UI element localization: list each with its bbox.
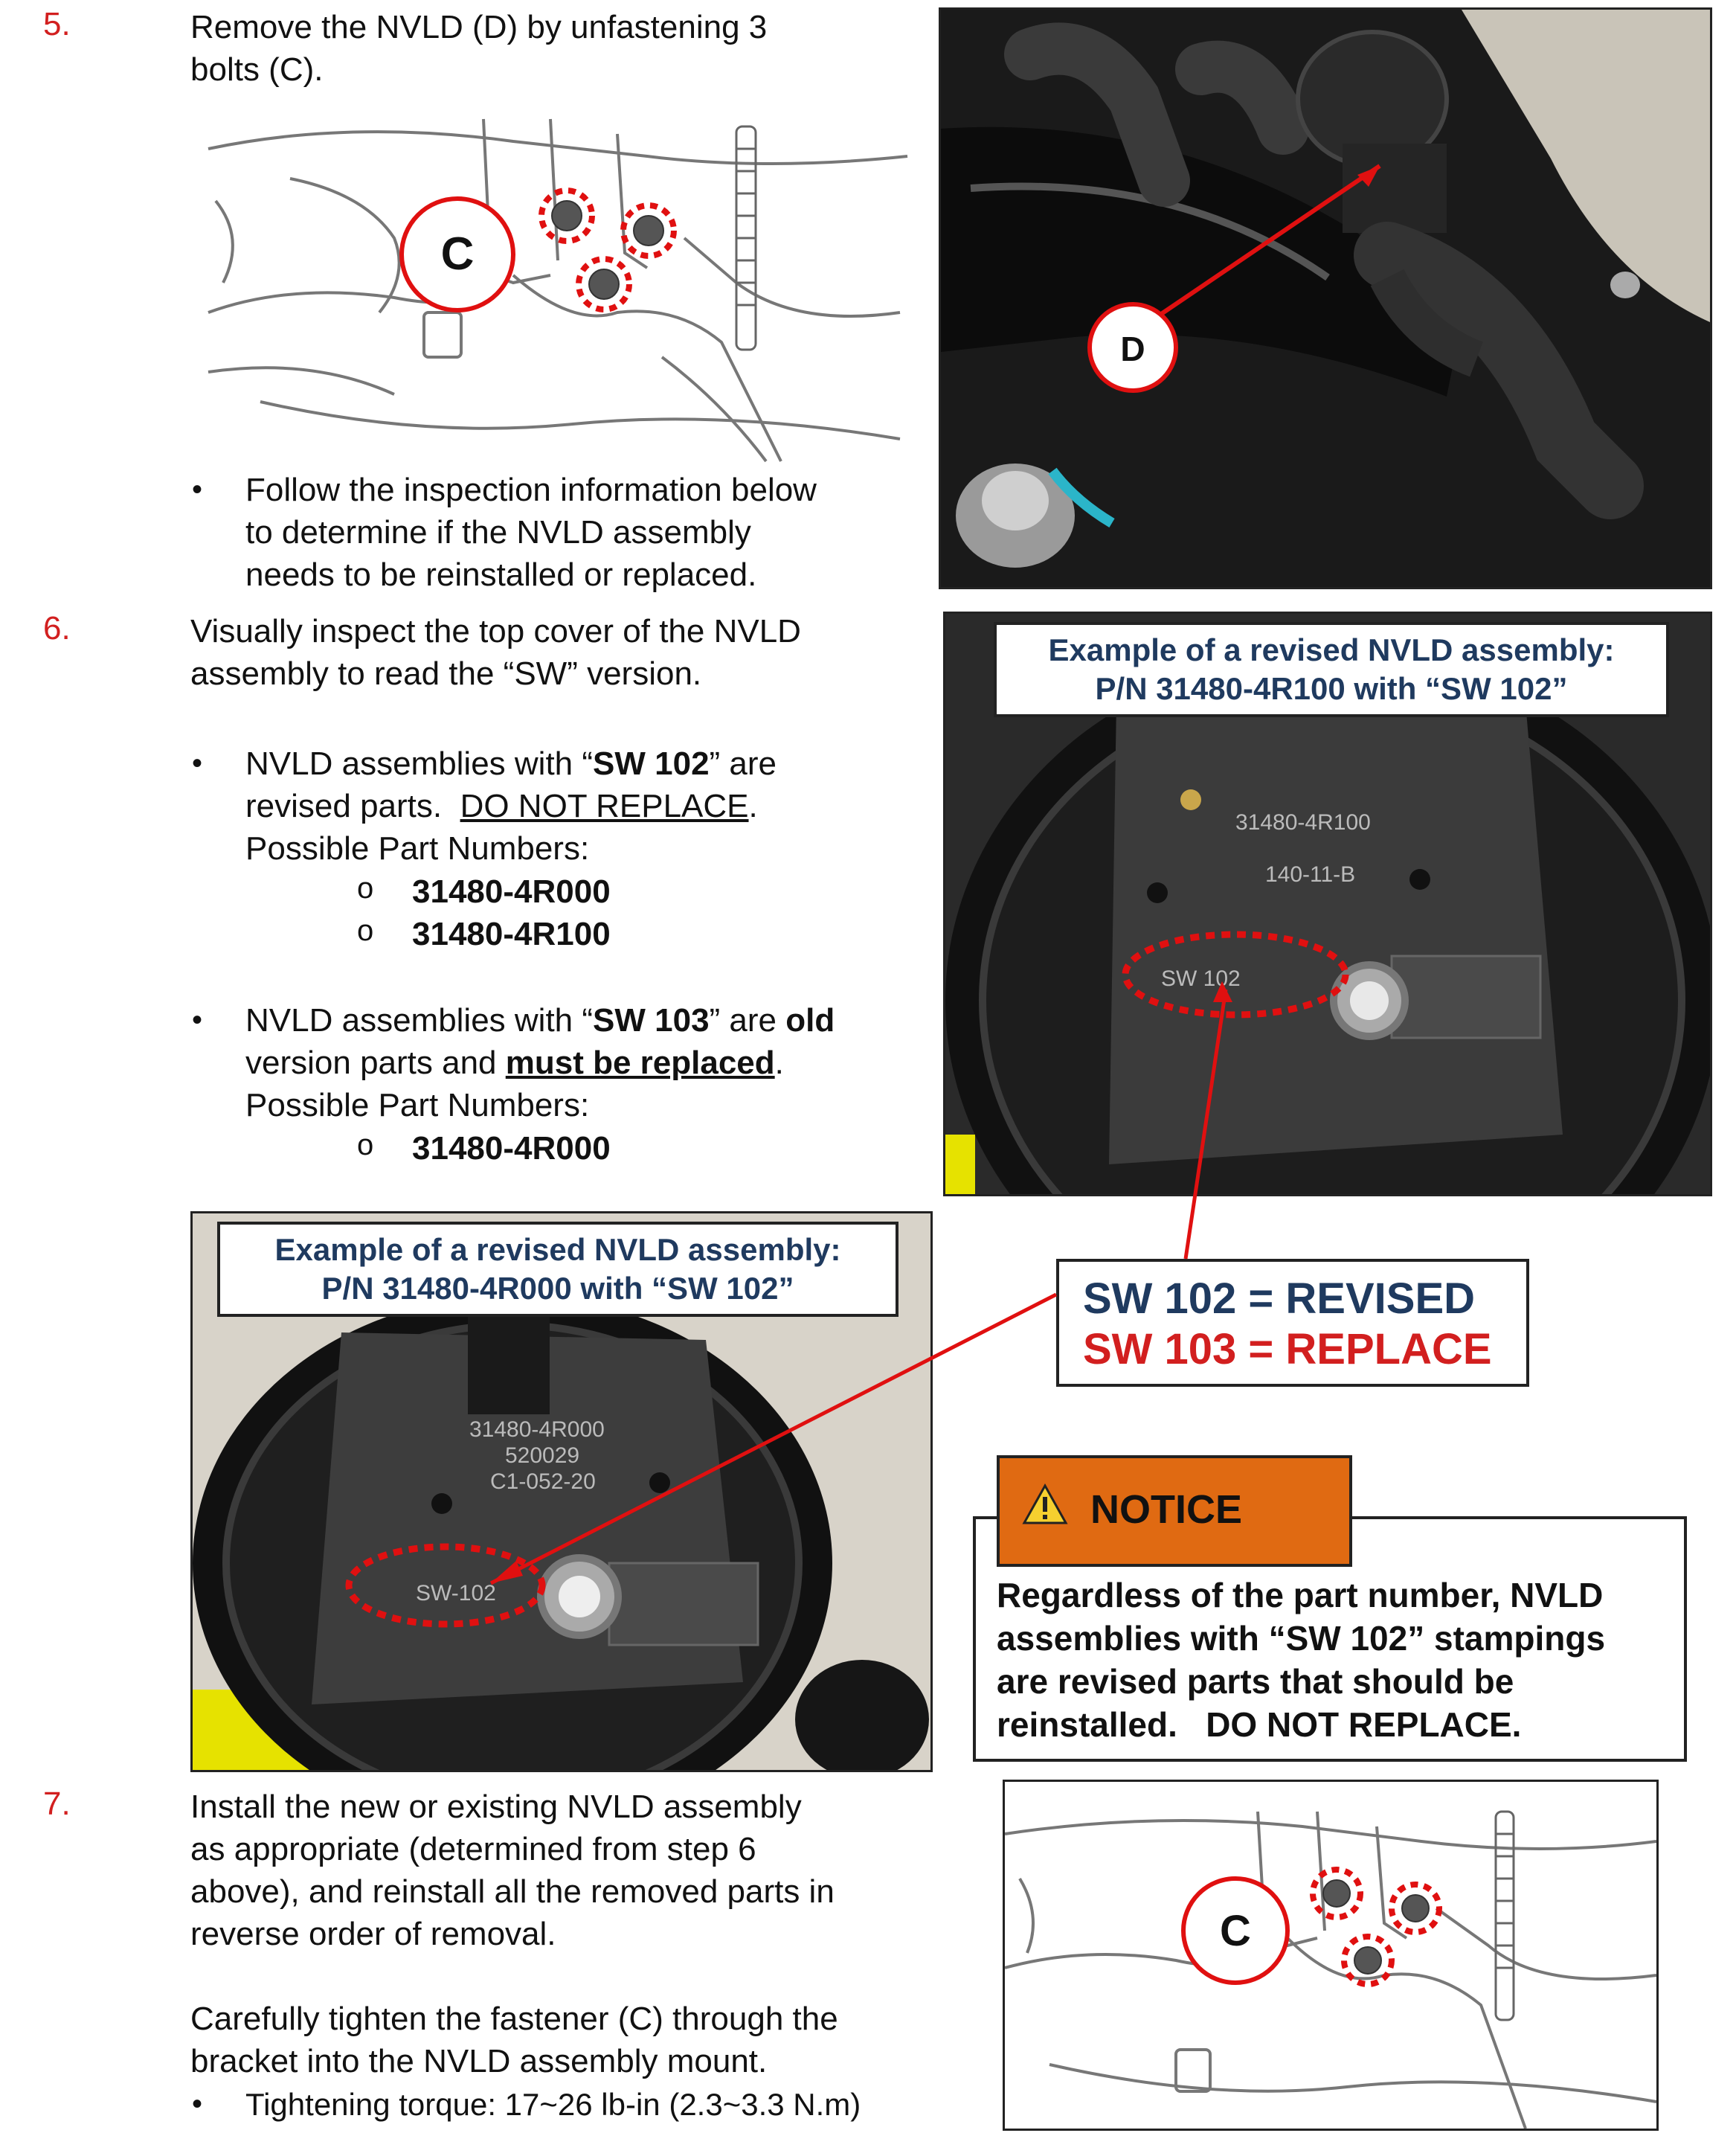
step5-line1: Remove the NVLD (D) by unfastening 3	[190, 9, 768, 45]
step-number-7: 7.	[43, 1786, 71, 1822]
part-number-3: 31480-4R000	[412, 1130, 611, 1167]
photo-bottom-caption: Example of a revised NVLD assembly: P/N …	[217, 1222, 898, 1317]
photo-top-caption: Example of a revised NVLD assembly: P/N …	[994, 622, 1669, 717]
step6-b2-line3: Possible Part Numbers:	[245, 1087, 590, 1123]
step6-line1: Visually inspect the top cover of the NV…	[190, 613, 801, 649]
photo-top-caption-line1: Example of a revised NVLD assembly:	[1048, 632, 1615, 667]
notice-title: NOTICE	[1090, 1487, 1243, 1532]
bullet-dot: •	[192, 2088, 203, 2120]
stamp-pn-top: 31480-4R100	[1235, 810, 1371, 835]
notice-line4: reinstalled. DO NOT REPLACE.	[997, 1705, 1522, 1744]
step5-bullet-line2: to determine if the NVLD assembly	[245, 514, 751, 551]
stamp-code-top: 140-11-B	[1265, 862, 1355, 887]
notice-line2: assemblies with “SW 102” stampings	[997, 1619, 1606, 1658]
warning-icon	[1022, 1484, 1068, 1524]
bolt-drawing-bottom: C	[1003, 1780, 1659, 2131]
sub-bullet-o: o	[357, 914, 374, 947]
photo-bottom-caption-line2: P/N 31480-4R000 with “SW 102”	[321, 1271, 794, 1306]
step5-line2: bolts (C).	[190, 51, 324, 88]
step7-line4: reverse order of removal.	[190, 1916, 556, 1952]
step5-bullet-line3: needs to be reinstalled or replaced.	[245, 556, 757, 593]
step6-b1-line2: revised parts. DO NOT REPLACE.	[245, 788, 758, 824]
bullet-dot: •	[192, 1004, 203, 1036]
step6-b1-line3: Possible Part Numbers:	[245, 830, 590, 867]
step-number-5: 5.	[43, 6, 71, 42]
callout-d: D	[1120, 330, 1145, 368]
sw-legend-box: SW 102 = REVISED SW 103 = REPLACE	[1056, 1259, 1529, 1387]
part-number-1: 31480-4R000	[412, 873, 611, 910]
step-number-6: 6.	[43, 610, 71, 647]
stamp-pn-bottom: 31480-4R000	[469, 1417, 605, 1442]
step7-line2: as appropriate (determined from step 6	[190, 1831, 756, 1867]
photo-bottom-caption-line1: Example of a revised NVLD assembly:	[274, 1232, 841, 1267]
part-number-2: 31480-4R100	[412, 916, 611, 952]
step5-bullet-line1: Follow the inspection information below	[245, 472, 817, 508]
step6-b1-line1: NVLD assemblies with “SW 102” are	[245, 745, 777, 782]
bullet-dot: •	[192, 473, 203, 506]
step7-line5: Carefully tighten the fastener (C) throu…	[190, 2001, 838, 2037]
stamp-sw-bottom: SW-102	[416, 1581, 496, 1606]
callout-c-top: C	[441, 228, 475, 280]
photo-top-caption-line2: P/N 31480-4R100 with “SW 102”	[1095, 671, 1568, 706]
sw-legend-revised: SW 102 = REVISED	[1083, 1274, 1476, 1323]
stamp-sw-top: SW 102	[1161, 966, 1241, 991]
notice-line3: are revised parts that should be	[997, 1662, 1514, 1701]
notice-header: NOTICE	[997, 1455, 1352, 1567]
callout-c-bottom: C	[1220, 1907, 1251, 1955]
stamp-num-bottom: 520029	[505, 1443, 579, 1468]
bullet-dot: •	[192, 747, 203, 780]
sw-legend-replace: SW 103 = REPLACE	[1083, 1325, 1492, 1373]
step6-line2: assembly to read the “SW” version.	[190, 655, 702, 692]
photo-nvld-installed: D	[939, 7, 1712, 589]
step7-line3: above), and reinstall all the removed pa…	[190, 1873, 835, 1910]
sub-bullet-o: o	[357, 872, 374, 905]
step7-torque: Tightening torque: 17~26 lb-in (2.3~3.3 …	[245, 2087, 861, 2122]
step6-b2-line2: version parts and must be replaced.	[245, 1045, 784, 1081]
sub-bullet-o: o	[357, 1129, 374, 1161]
step7-line6: bracket into the NVLD assembly mount.	[190, 2043, 768, 2079]
notice-line1: Regardless of the part number, NVLD	[997, 1576, 1604, 1614]
bolt-drawing-top: C	[201, 89, 915, 469]
step6-b2-line1: NVLD assemblies with “SW 103” are old	[245, 1002, 835, 1039]
step7-line1: Install the new or existing NVLD assembl…	[190, 1789, 802, 1825]
stamp-code-bottom: C1-052-20	[490, 1469, 596, 1494]
